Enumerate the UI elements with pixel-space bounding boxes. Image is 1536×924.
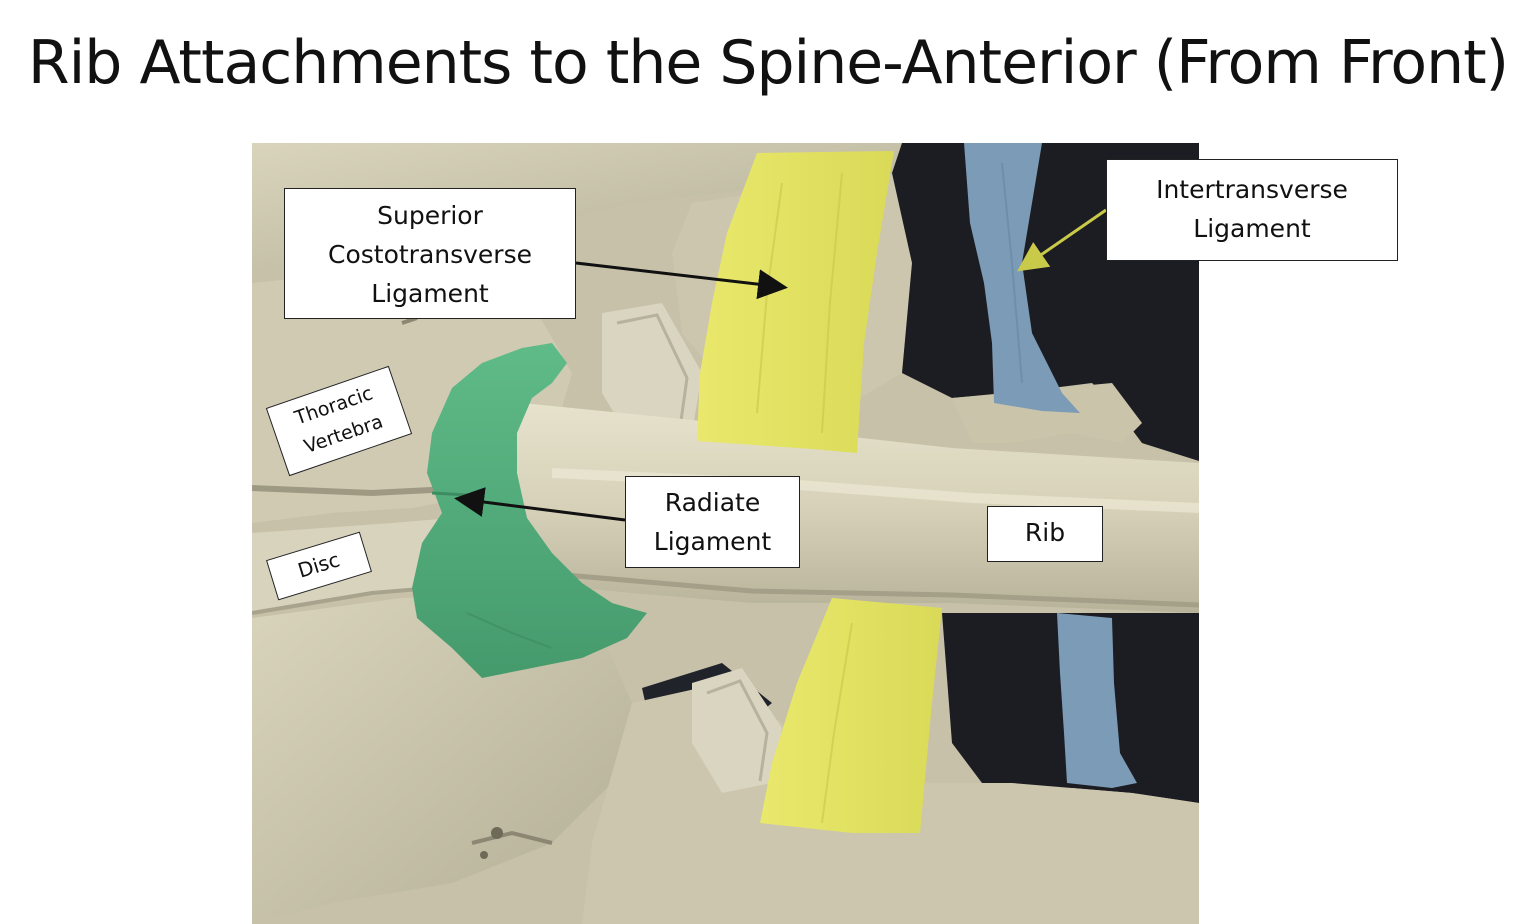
costal-facet-upper [602, 303, 702, 443]
label-line: Ligament [653, 527, 772, 556]
label-line: Ligament [371, 279, 489, 308]
label-superior-costotransverse-ligament: Superior Costotransverse Ligament [284, 188, 576, 319]
costal-facet-lower [692, 668, 782, 793]
label-rib: Rib [987, 506, 1103, 562]
label-line: Ligament [1193, 214, 1311, 243]
superior-costotransverse-ligament-upper [697, 151, 894, 453]
label-intertransverse-ligament: Intertransverse Ligament [1106, 159, 1398, 261]
label-line: Costotransverse [327, 240, 532, 269]
label-line: Radiate [664, 488, 761, 517]
radiate-ligament [412, 343, 647, 678]
label-radiate-ligament: Radiate Ligament [625, 476, 800, 568]
superior-costotransverse-ligament-lower [760, 598, 942, 833]
intertransverse-ligament-lower [1057, 613, 1137, 788]
label-line: Superior [377, 201, 483, 230]
intertransverse-ligament-upper [964, 143, 1080, 413]
slide-title: Rib Attachments to the Spine-Anterior (F… [27, 28, 1509, 98]
label-line: Intertransverse [1156, 175, 1348, 204]
